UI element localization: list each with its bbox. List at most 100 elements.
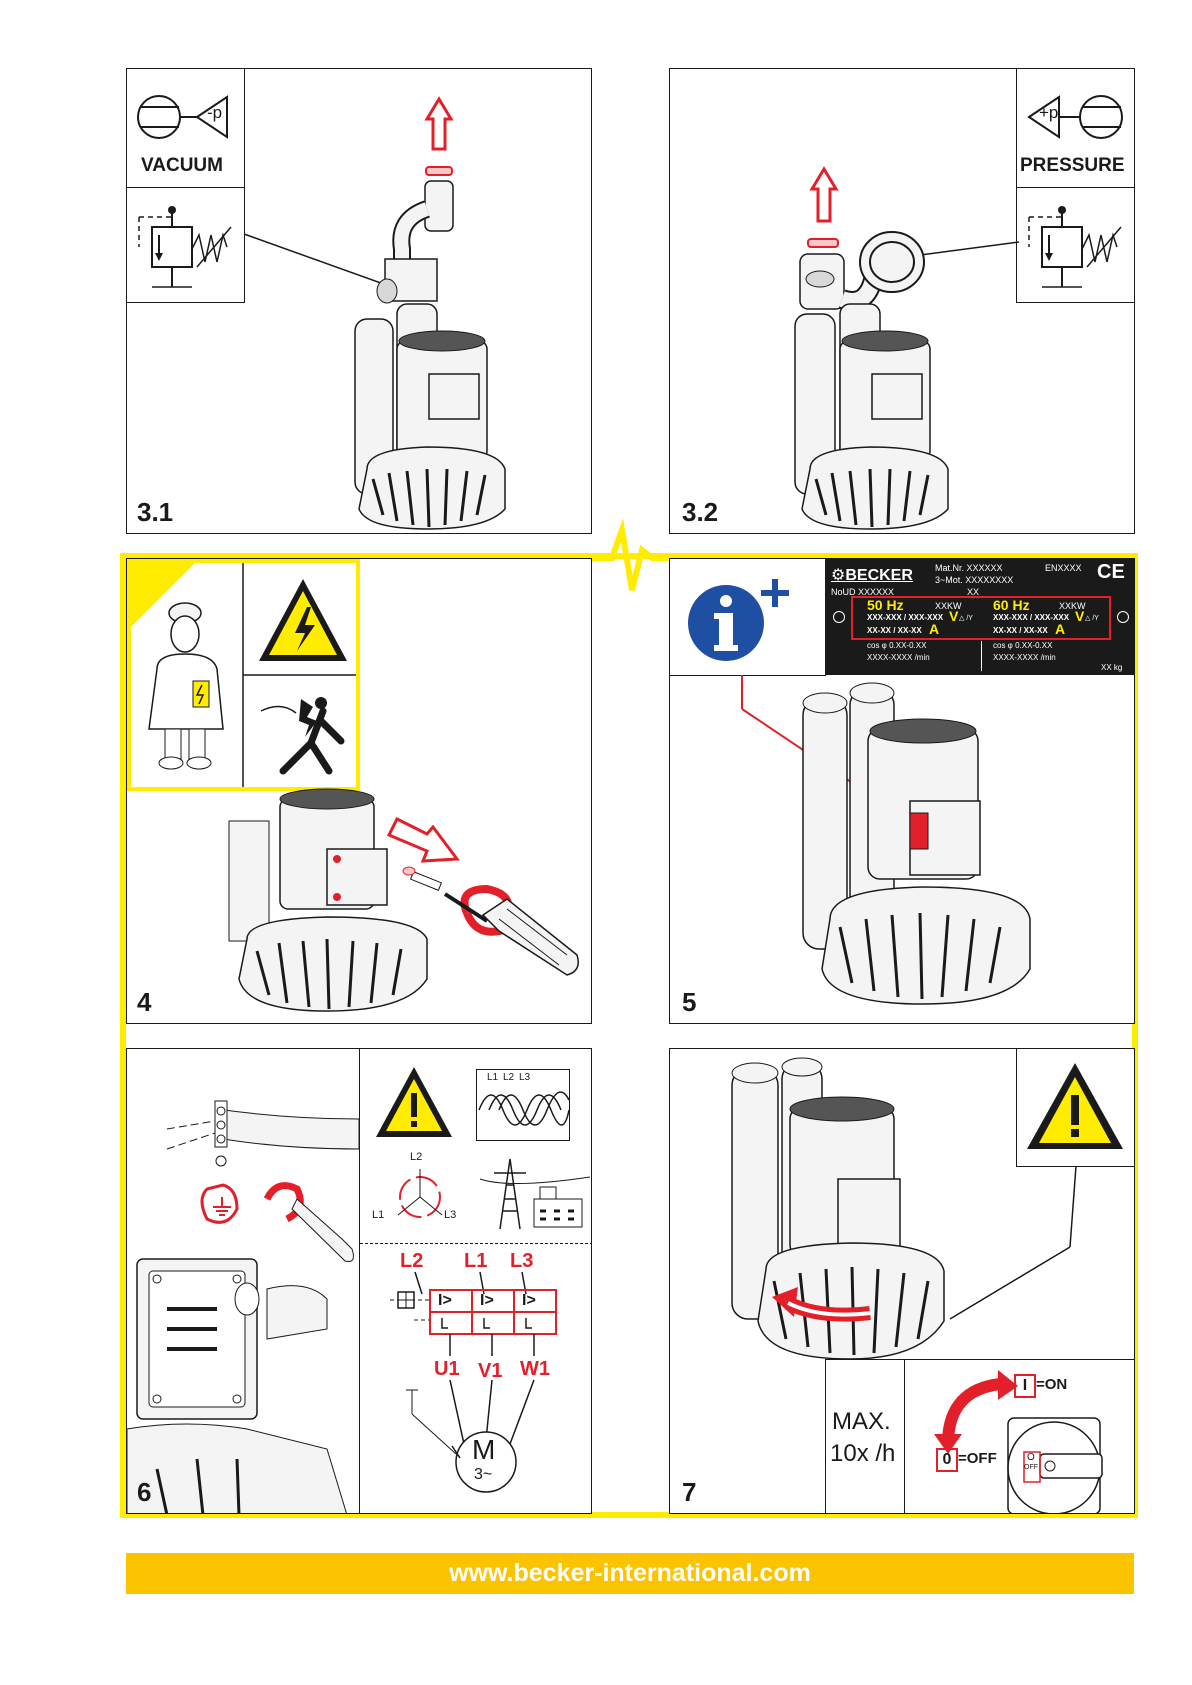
step-number: 5 — [682, 987, 697, 1017]
info-plus-icon — [688, 579, 789, 661]
nameplate-divider — [981, 641, 982, 671]
panel-step-7: MAX. 10x /h I =ON 0 =OFF O OFF 7 — [669, 1048, 1135, 1514]
phase-label-l3: L3 — [510, 1250, 534, 1272]
cos-60: cos φ 0.XX-0.XX — [993, 641, 1053, 650]
terminal-box-opening-illustration — [228, 788, 579, 1012]
a-letter-60: A — [1055, 621, 1066, 637]
nameplate: ⚙BECKER Mat.Nr. XXXXXX ENXXXX CE 3~Mot. … — [825, 559, 1134, 675]
off-box: 0 — [936, 1448, 958, 1472]
max-label: MAX. — [832, 1408, 891, 1435]
wiring-detail-left — [127, 1049, 360, 1513]
pressure-sign: +p — [1039, 103, 1059, 122]
blower-vacuum-illustration — [243, 96, 506, 530]
phase-label-l1: L1 — [464, 1250, 488, 1272]
electric-shock-icon — [260, 697, 345, 775]
panel-step-3-1: -p VACUUM 3.1 — [126, 68, 592, 534]
wave-label-l2: L2 — [503, 1072, 515, 1083]
knob-o: O — [1027, 1452, 1035, 1463]
on-box: I — [1014, 1374, 1036, 1398]
on-label: =ON — [1036, 1376, 1068, 1393]
relay-symbol-3: I> — [522, 1292, 536, 1309]
rotation-field-icon — [397, 1169, 443, 1218]
cos-50: cos φ 0.XX-0.XX — [867, 641, 927, 650]
freq-60hz: 60 Hz — [993, 597, 1030, 613]
three-phase-wave-icon — [478, 1091, 570, 1126]
motor-type: 3~Mot. XXXXXXXX — [935, 575, 1014, 585]
vacuum-label: VACUUM — [141, 155, 223, 176]
step-number: 3.1 — [137, 497, 174, 527]
nameplate-hole-right — [1117, 611, 1129, 623]
electrician-warning-box — [127, 559, 360, 791]
step-number: 3.2 — [682, 497, 719, 527]
delta-y-50: △ /Y — [959, 615, 973, 622]
amp-50: XX-XX / XX-XX — [867, 626, 922, 635]
panel-step-3-2: +p PRESSURE — [669, 68, 1135, 534]
freq-50hz: 50 Hz — [867, 597, 904, 613]
info-box — [670, 559, 826, 676]
off-label: =OFF — [958, 1450, 997, 1467]
step-number: 7 — [682, 1477, 697, 1507]
warning-triangle-icon — [1027, 1063, 1123, 1149]
ratings-frame — [851, 596, 1111, 640]
pressure-label: PRESSURE — [1020, 155, 1125, 176]
start-limit-box: MAX. 10x /h I =ON 0 =OFF O OFF — [825, 1359, 1134, 1513]
electrician-icon — [127, 559, 356, 787]
step-number: 4 — [137, 987, 152, 1017]
a-letter-50: A — [929, 621, 940, 637]
wiring-schematic: L2 L1 L3 I> I> I> U1 V1 W1 M 3~ — [360, 1244, 591, 1513]
rotation-label-l2: L2 — [410, 1151, 423, 1163]
motor-letter: M — [472, 1434, 496, 1465]
pressure-symbol-box: +p PRESSURE — [1016, 69, 1134, 188]
wave-label-l3: L3 — [519, 1072, 531, 1083]
phase-label-l2: L2 — [400, 1250, 424, 1272]
motor-sub: 3~ — [474, 1466, 493, 1483]
relief-valve-icon — [1028, 206, 1122, 288]
switch-arrow-icon — [934, 1370, 1103, 1513]
power-supply-box: L1 L2 L3 L2 L1 L3 — [360, 1049, 591, 1244]
amp-60: XX-XX / XX-XX — [993, 626, 1048, 635]
weight: XX kg — [1101, 663, 1123, 672]
terminal-label-w1: W1 — [520, 1358, 550, 1380]
terminal-label-u1: U1 — [434, 1358, 460, 1380]
warning-triangle-icon — [376, 1067, 452, 1137]
delta-y-60: △ /Y — [1085, 615, 1099, 622]
noud: NoUD XXXXXX — [831, 587, 895, 597]
wave-label-l1: L1 — [487, 1072, 499, 1083]
panel-step-4: 4 — [126, 558, 592, 1024]
footer-url[interactable]: www.becker-international.com — [126, 1553, 1134, 1594]
nameplate-hole-left — [833, 611, 845, 623]
rotation-label-l3: L3 — [444, 1209, 457, 1221]
vacuum-sign: -p — [207, 103, 223, 122]
sine-wave-box: L1 L2 L3 — [476, 1069, 570, 1141]
circuit-diagram — [390, 1271, 557, 1493]
step-number: 6 — [137, 1477, 152, 1507]
xx-field: XX — [967, 587, 980, 597]
panel-step-6: L1 L2 L3 L2 L1 L3 — [126, 1048, 592, 1514]
v-letter-60: V — [1075, 608, 1085, 624]
valve-symbol-box — [1016, 187, 1134, 303]
relay-symbol-1: I> — [438, 1292, 452, 1309]
volt-50: XXX-XXX / XXX-XXX — [867, 613, 944, 622]
vacuum-symbol-box: -p VACUUM — [127, 69, 245, 188]
vacuum-pump-icon — [137, 95, 228, 139]
v-letter-50: V — [949, 608, 959, 624]
volt-60: XXX-XXX / XXX-XXX — [993, 613, 1070, 622]
panel-step-5: ⚙BECKER Mat.Nr. XXXXXX ENXXXX CE 3~Mot. … — [669, 558, 1135, 1024]
ce-mark: CE — [1097, 561, 1125, 583]
en-number: ENXXXX — [1045, 563, 1082, 573]
nameplate-location-illustration — [741, 675, 1031, 1005]
rotation-label-l1: L1 — [372, 1209, 385, 1221]
terminal-label-v1: V1 — [478, 1360, 503, 1382]
relay-symbol-2: I> — [480, 1292, 494, 1309]
rpm-60: XXXX-XXXX /min — [993, 653, 1056, 662]
rpm-50: XXXX-XXXX /min — [867, 653, 930, 662]
blower-pressure-illustration — [794, 166, 1020, 530]
cable-connection-illustration — [127, 1100, 359, 1513]
knob-off: OFF — [1024, 1464, 1038, 1471]
rotation-direction-illustration — [731, 1057, 1077, 1360]
kw-50: XXKW — [935, 601, 962, 611]
power-grid-icon — [479, 1158, 590, 1230]
high-voltage-warning-icon — [259, 579, 347, 661]
pressure-pump-icon — [1027, 95, 1123, 139]
